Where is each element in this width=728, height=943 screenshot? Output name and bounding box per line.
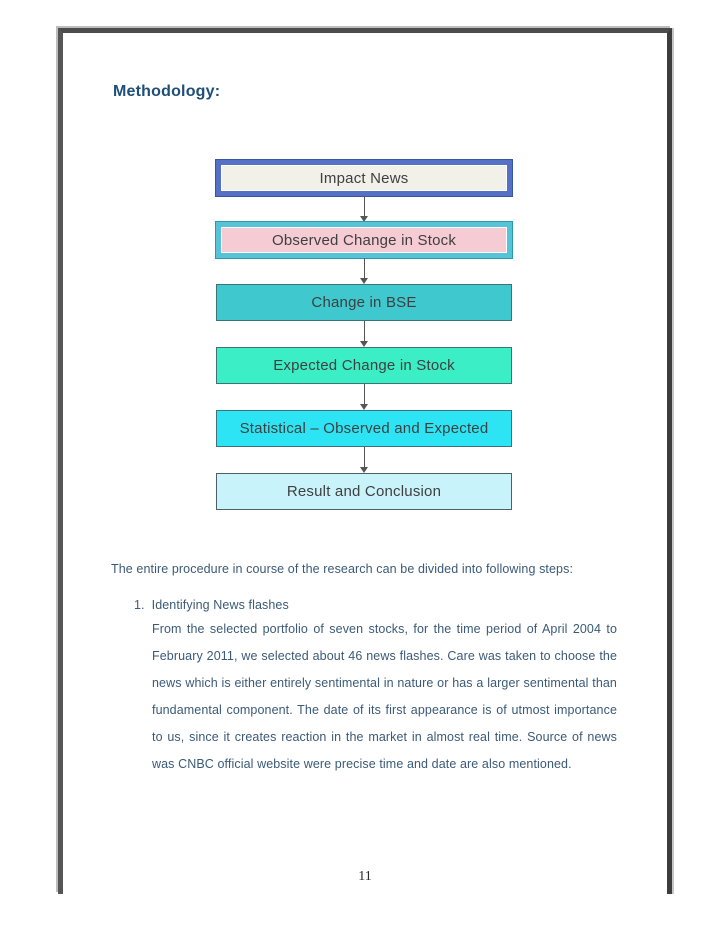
arrow-shaft	[363, 384, 365, 404]
page-title: Methodology:	[113, 83, 221, 100]
down-arrow-icon	[216, 447, 512, 473]
arrow-shaft	[363, 196, 365, 216]
page-body: Methodology: Impact News Observed Change…	[63, 33, 667, 894]
arrow-head	[360, 216, 368, 222]
list-item-heading: Identifying News flashes	[151, 598, 289, 612]
down-arrow-icon	[216, 384, 512, 410]
arrow-head	[360, 278, 368, 284]
flowchart-box-change-in-bse: Change in BSE	[216, 284, 512, 321]
flowchart-box-label: Change in BSE	[311, 294, 417, 311]
flowchart-box-label: Result and Conclusion	[286, 483, 442, 500]
page-number: 11	[358, 869, 372, 884]
arrow-shaft	[363, 321, 365, 341]
flowchart-box-observed-change: Observed Change in Stock	[216, 222, 512, 258]
flowchart-box-label: Impact News	[319, 169, 409, 187]
down-arrow-icon	[216, 321, 512, 347]
arrow-shaft	[363, 258, 365, 278]
arrow-head	[360, 467, 368, 473]
methodology-flowchart: Impact News Observed Change in Stock Cha…	[216, 160, 512, 510]
down-arrow-icon	[216, 196, 512, 222]
intro-text: The entire procedure in course of the re…	[111, 562, 574, 576]
flowchart-box-label: Expected Change in Stock	[273, 357, 455, 374]
flowchart-box-statistical: Statistical – Observed and Expected	[216, 410, 512, 447]
down-arrow-icon	[216, 258, 512, 284]
arrow-shaft	[363, 447, 365, 467]
flowchart-box-label: Statistical – Observed and Expected	[239, 420, 489, 437]
flowchart-box-impact-news: Impact News	[216, 160, 512, 196]
arrow-head	[360, 404, 368, 410]
arrow-head	[360, 341, 368, 347]
flowchart-box-label: Observed Change in Stock	[271, 231, 457, 249]
page-frame: Methodology: Impact News Observed Change…	[58, 28, 672, 894]
flowchart-box-result-conclusion: Result and Conclusion	[216, 473, 512, 510]
list-item-heading-row: 1. Identifying News flashes	[134, 598, 289, 612]
flowchart-box-expected-change: Expected Change in Stock	[216, 347, 512, 384]
paragraph-text: From the selected portfolio of seven sto…	[152, 622, 617, 771]
list-number: 1.	[134, 598, 145, 612]
